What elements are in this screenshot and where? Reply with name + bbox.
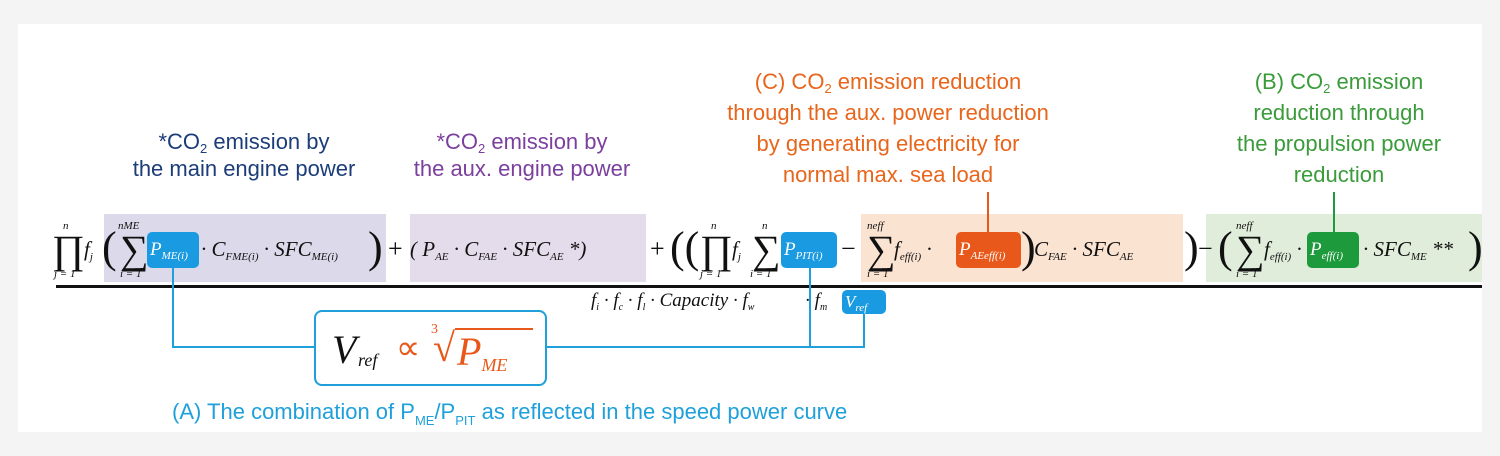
sum2-lower: i = 1	[750, 268, 772, 280]
sum2-upper: n	[762, 220, 768, 232]
connector-ppit-down	[809, 268, 811, 348]
paren-close-2: )	[1021, 223, 1036, 272]
prod-symbol-1: ∏	[52, 227, 85, 272]
sum3-upper: neff	[867, 220, 884, 232]
paren-close-4: )	[1468, 223, 1482, 272]
f-j-2: fj	[732, 237, 741, 263]
term4: · SFCME **	[1363, 237, 1453, 263]
prod-symbol-2: ∏	[700, 227, 733, 272]
minus-1: −	[841, 234, 856, 263]
connector-b	[1333, 192, 1335, 232]
chip-p-pit: PPIT(i)	[781, 232, 837, 268]
term1-rest: · CFME(i) · SFCME(i)	[201, 237, 338, 263]
connector-pme-horizontal	[172, 346, 316, 348]
vref-sub: ref	[358, 350, 378, 370]
chip-p-me: PME(i)	[147, 232, 199, 268]
sum3-lower: i = 1	[867, 268, 889, 280]
paren-close-3: )	[1184, 223, 1199, 272]
sum-symbol-2: ∑	[752, 227, 781, 272]
sum1-lower: i = 1	[120, 268, 142, 280]
plus-1: +	[388, 234, 403, 263]
sum-symbol-3: ∑	[867, 227, 896, 272]
chip-v-ref: Vref	[842, 290, 886, 314]
root-bar	[455, 328, 533, 330]
vref-v: V	[332, 327, 357, 372]
label-b-propulsion-reduction: (B) CO2 emission reduction through the p…	[1236, 69, 1442, 187]
sum-symbol-4: ∑	[1236, 227, 1265, 272]
paren-open-2: ((	[670, 223, 700, 272]
vref-proportional-box: V ref ∝ 3 √ PME	[314, 310, 547, 386]
denominator: fi · fc · fl · Capacity · fw · fm	[591, 290, 828, 313]
proportional-symbol: ∝	[396, 328, 421, 368]
term3: CFAE · SFCAE	[1034, 237, 1134, 263]
connector-c	[987, 192, 989, 232]
region-aux-engine	[410, 214, 646, 282]
label-a-caption: (A) The combination of PME/PPIT as refle…	[172, 399, 848, 428]
label-c-aux-reduction: (C) CO2 emission reduction through the a…	[727, 69, 1049, 187]
label-main-engine: *CO2 emission by the main engine power	[132, 129, 356, 181]
sum4-lower: i = 1	[1236, 268, 1258, 280]
plus-2: +	[650, 234, 665, 263]
prod-lower-1: j = 1	[54, 268, 76, 280]
paren-open-1: (	[102, 223, 117, 272]
p-me: PME	[457, 329, 508, 375]
root-index: 3	[431, 322, 438, 337]
term2: ( PAE · CFAE · SFCAE *)	[410, 237, 587, 263]
chip-p-eff: Peff(i)	[1307, 232, 1359, 268]
f-eff-2: feff(i) ·	[1264, 237, 1302, 263]
minus-2: −	[1198, 234, 1213, 263]
prod-upper-2: n	[711, 220, 717, 232]
paren-close-1: )	[368, 223, 383, 272]
sum-symbol-1: ∑	[120, 227, 149, 272]
diagram-canvas: *CO2 emission by the main engine power *…	[18, 24, 1482, 432]
root-sign: √	[433, 325, 455, 370]
paren-open-4: (	[1218, 223, 1233, 272]
f-eff-1: feff(i) ·	[894, 237, 932, 263]
region-aux-reduction	[861, 214, 1183, 282]
sum4-upper: neff	[1236, 220, 1253, 232]
f-j-1: fj	[84, 237, 93, 263]
connector-right-horizontal	[547, 346, 865, 348]
prod-upper-1: n	[63, 220, 69, 232]
chip-p-ae-eff: PAEeff(i)	[956, 232, 1021, 268]
connector-pme-down	[172, 268, 174, 348]
sum1-upper: nME	[118, 220, 140, 232]
connector-vref-down	[863, 314, 865, 348]
prod-lower-2: j = 1	[700, 268, 722, 280]
fraction-line	[56, 285, 1482, 288]
label-aux-engine: *CO2 emission by the aux. engine power	[413, 129, 631, 181]
